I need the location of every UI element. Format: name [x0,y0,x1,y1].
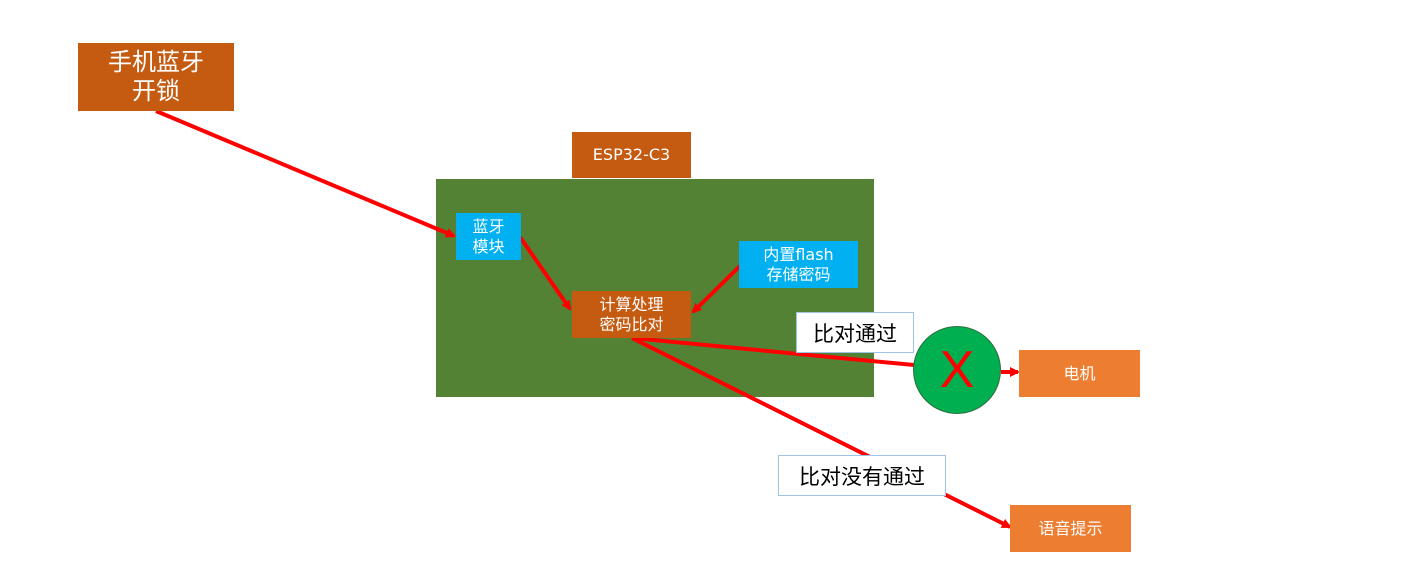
flash-storage-box: 内置flash 存储密码 [739,241,858,288]
switch-x-icon: X [913,326,1001,414]
arrow-bluetooth-to-compute [518,235,572,311]
arrow-compute-to-switch [631,336,915,367]
compare-fail-label: 比对没有通过 [778,455,946,496]
arrow-compute-to-voice [631,336,1012,529]
voice-prompt-box: 语音提示 [1010,505,1131,552]
bluetooth-module-box: 蓝牙 模块 [456,213,521,260]
motor-box: 电机 [1019,350,1140,397]
esp32-chip-label: ESP32-C3 [572,132,691,178]
compare-pass-label: 比对通过 [796,312,914,353]
arrow-phone-to-bluetooth [155,109,456,238]
phone-bluetooth-unlock-box: 手机蓝牙 开锁 [78,43,234,111]
compute-compare-box: 计算处理 密码比对 [572,291,691,338]
arrow-flash-to-compute [691,263,743,314]
